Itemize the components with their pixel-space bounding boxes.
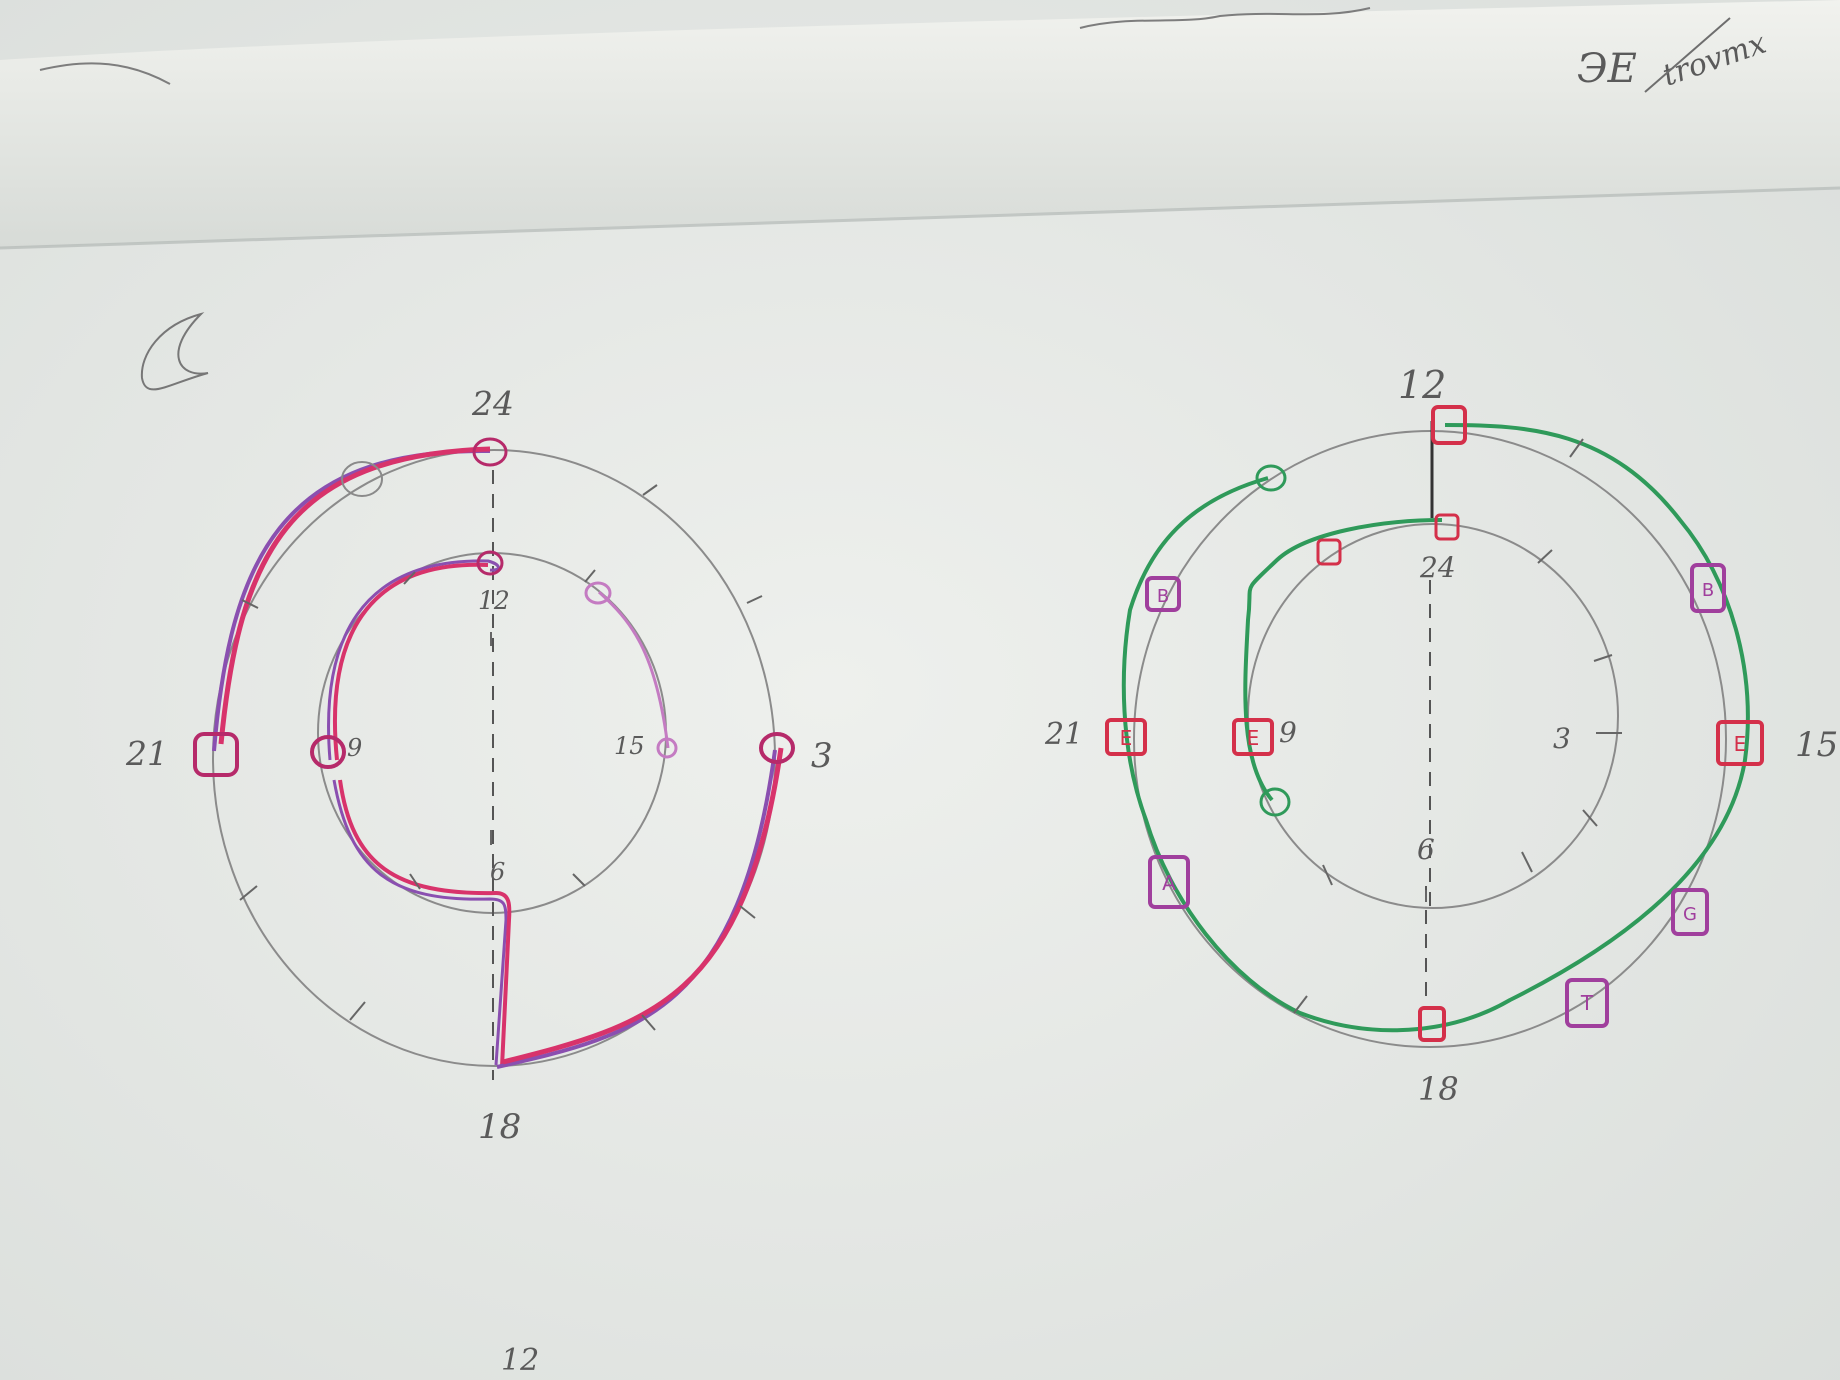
right-label-inner-left: 9 <box>1279 716 1297 749</box>
left-node-outer-left <box>193 732 239 777</box>
left-outer-arc <box>218 446 491 745</box>
tick-mark <box>239 885 258 901</box>
right-label-top: 12 <box>1398 363 1446 407</box>
sheet-symbol: ЭЕ <box>1577 46 1637 92</box>
tick-mark <box>241 599 259 609</box>
inner-left-arc-shadow <box>327 559 500 761</box>
bottom-label: 12 <box>501 1343 539 1378</box>
left-label-bottom: 18 <box>478 1107 521 1147</box>
sheet-edge <box>0 186 1840 250</box>
marker-upper-left-label: B <box>1157 586 1169 607</box>
left-label-inner-top: 12 <box>478 586 510 615</box>
green-node-top-left <box>1255 464 1287 492</box>
right-clock-diagram: B B E E E A G T 12 24 21 9 3 15 6 18 <box>1044 363 1838 1108</box>
right-tick-mark <box>1569 438 1584 458</box>
tick-mark <box>739 905 756 919</box>
sheet-scribble-left <box>39 62 171 85</box>
left-clock-diagram: 24 12 21 9 15 3 6 18 <box>125 312 833 1147</box>
marker-lower-right-label: G <box>1683 904 1697 925</box>
purple-marker-upper-right <box>1690 563 1726 613</box>
tick-mark <box>746 595 763 604</box>
right-outer-green-path <box>1121 423 1750 1033</box>
right-tick-mark <box>1537 549 1553 564</box>
inner-lower-arc <box>338 779 512 1068</box>
right-label-bottom: 18 <box>1418 1070 1459 1108</box>
tick-mark <box>642 484 658 496</box>
red-marker-upper-inner <box>1316 538 1342 566</box>
right-tick-mark <box>1582 809 1598 827</box>
purple-marker-upper-left <box>1145 576 1181 612</box>
purple-marker-lower-left <box>1148 855 1190 909</box>
left-label-inner-bottom: 6 <box>490 858 505 886</box>
right-tick-mark <box>1322 864 1333 886</box>
red-marker-top <box>1431 405 1467 445</box>
right-tick-mark <box>1293 995 1308 1014</box>
green-node-lower-left <box>1259 787 1291 817</box>
purple-marker-bottom-right <box>1565 978 1609 1028</box>
left-node-outer-right <box>759 732 795 764</box>
tick-mark <box>349 1001 366 1021</box>
inner-right-arc <box>597 590 670 749</box>
marker-outer-right-label: E <box>1734 732 1747 756</box>
tick-mark <box>409 873 421 890</box>
marker-inner-left-label: E <box>1247 726 1260 750</box>
red-marker-inner-left <box>1232 718 1274 756</box>
marker-bottom-right-label: T <box>1580 991 1594 1015</box>
left-node-inner-top <box>476 550 504 576</box>
right-outer-guide-circle <box>1133 430 1727 1048</box>
right-tick-mark <box>1593 654 1613 662</box>
red-marker-inner-top <box>1434 513 1460 541</box>
right-label-inner-right: 3 <box>1553 722 1571 755</box>
left-node-inner-right-top <box>584 581 612 605</box>
right-label-right: 15 <box>1795 725 1838 765</box>
red-marker-bottom <box>1418 1006 1446 1042</box>
right-tick-mark <box>1521 851 1533 873</box>
left-node-inner-left <box>310 735 346 769</box>
left-label-inner-right: 15 <box>614 732 645 760</box>
right-label-left: 21 <box>1044 717 1083 752</box>
tick-mark <box>572 873 586 887</box>
right-inner-green-path <box>1243 518 1443 802</box>
sheet-slash-mark <box>1644 17 1731 93</box>
marker-outer-left-label: E <box>1120 726 1133 750</box>
left-node-faded <box>341 461 383 497</box>
right-lower-arc <box>502 747 784 1065</box>
sheet-scribble-mid <box>1079 7 1371 29</box>
red-marker-outer-right <box>1716 720 1764 766</box>
tick-mark <box>403 571 416 585</box>
left-label-right: 3 <box>811 736 833 776</box>
inner-left-arc <box>332 562 489 761</box>
left-node-top <box>472 437 508 467</box>
red-marker-outer-left <box>1105 718 1147 756</box>
top-curled-sheet <box>0 0 1840 248</box>
marker-upper-right-label: B <box>1702 580 1714 601</box>
right-label-inner-top: 24 <box>1419 551 1456 584</box>
marker-lower-left-label: A <box>1162 871 1176 895</box>
purple-marker-lower-right <box>1671 888 1709 936</box>
inner-lower-shadow <box>332 779 508 1066</box>
left-label-top: 24 <box>471 384 514 423</box>
left-label-left: 21 <box>125 734 168 773</box>
right-label-inner-bottom: 6 <box>1417 833 1435 866</box>
crescent-moon-icon <box>140 312 209 391</box>
left-label-inner-left: 9 <box>347 734 362 762</box>
tick-mark <box>641 1014 656 1031</box>
tick-mark <box>584 569 596 583</box>
left-node-inner-right <box>656 737 678 759</box>
